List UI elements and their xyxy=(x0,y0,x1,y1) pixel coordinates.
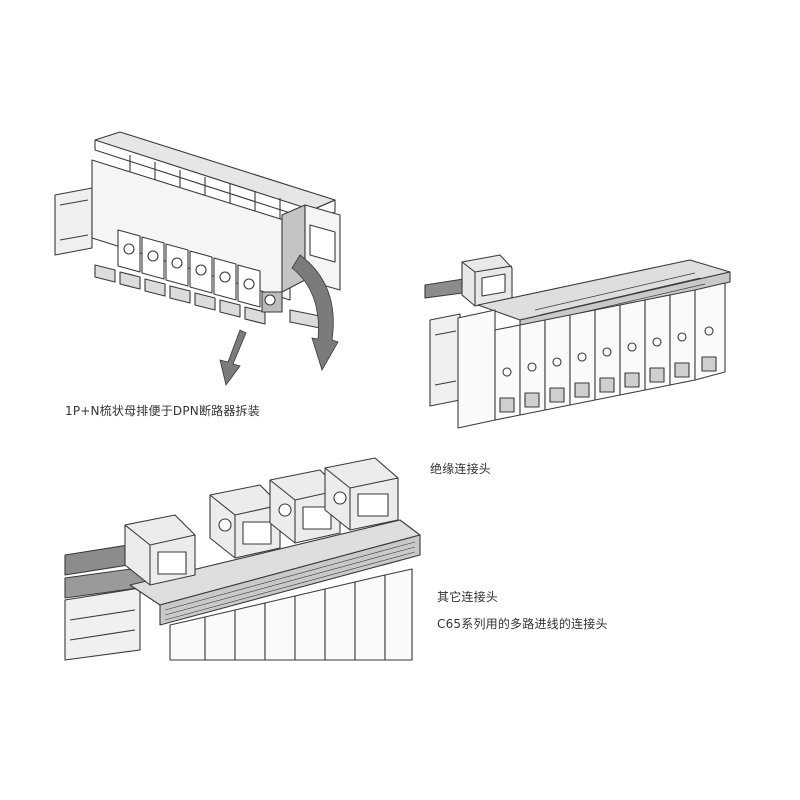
insulated-connector-caption: 绝缘连接头 xyxy=(430,462,492,476)
breaker-row xyxy=(457,282,726,429)
connector-4 xyxy=(324,457,399,531)
c65-multi-inlet-caption: C65系列用的多路进线的连接头 xyxy=(437,617,608,631)
removal-arrows xyxy=(219,254,339,386)
connector-2 xyxy=(209,484,281,559)
bottom-terminals xyxy=(94,264,266,325)
breaker-terminals xyxy=(499,356,717,413)
terminal-circles xyxy=(123,243,255,290)
other-connectors-caption: 其它连接头 xyxy=(437,590,499,604)
din-rail-lower xyxy=(64,587,141,661)
curved-arrow-icon xyxy=(291,254,339,371)
breaker-block-body xyxy=(91,159,291,301)
breaker-modules xyxy=(117,229,261,308)
breaker-row-lower xyxy=(169,568,413,661)
connector-1 xyxy=(124,514,196,586)
breaker-front-marks xyxy=(502,326,714,377)
busbar-caption: 1P+N梳状母排便于DPN断路器拆装 xyxy=(65,404,260,418)
down-arrow-icon xyxy=(219,329,247,386)
connector-3 xyxy=(269,469,341,544)
